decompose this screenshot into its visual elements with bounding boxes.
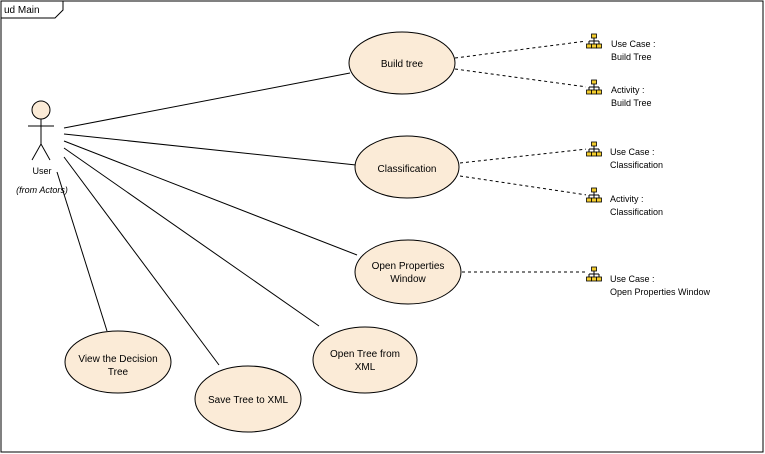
use-case-classification-shape	[354, 135, 460, 199]
link-use-case-classification[interactable]: Use Case : Classification	[585, 140, 663, 170]
actor-right-leg	[40, 143, 51, 161]
use-case-open-tree-from-xml[interactable]: Open Tree from XML	[312, 326, 418, 394]
link-act-build-tree-line2: Build Tree	[611, 98, 652, 108]
association-open-tree	[63, 147, 320, 327]
link-use-case-open-properties-window[interactable]: Use Case : Open Properties Window	[585, 265, 711, 297]
association-classification	[63, 133, 357, 166]
association-save-tree	[63, 156, 220, 366]
link-uc-build-tree-line1: Use Case :	[611, 39, 656, 49]
use-case-open-properties-label-line2: Window	[390, 274, 426, 285]
association-open-properties	[63, 140, 358, 256]
association-view-tree	[56, 171, 108, 332]
use-case-build-tree[interactable]: Build tree	[348, 31, 456, 95]
frame-title: ud Main	[4, 5, 40, 16]
use-case-open-tree-label-line2: XML	[355, 362, 376, 373]
link-line-uc-build-tree	[454, 40, 588, 59]
hierarchy-icon	[585, 186, 603, 204]
link-act-classification-line2: Classification	[610, 207, 663, 217]
link-activity-classification[interactable]: Activity : Classification	[585, 186, 663, 217]
use-case-classification-label: Classification	[378, 164, 437, 175]
link-line-act-classification	[459, 175, 588, 196]
user-actor[interactable]	[28, 100, 54, 161]
link-act-build-tree-line1: Activity :	[611, 85, 645, 95]
link-act-classification-line1: Activity :	[610, 194, 644, 204]
use-case-classification[interactable]: Classification	[354, 135, 460, 199]
use-case-view-decision-tree[interactable]: View the Decision Tree	[64, 330, 172, 394]
actor-head	[31, 100, 51, 120]
link-activity-build-tree[interactable]: Activity : Build Tree	[585, 78, 652, 108]
use-case-open-properties-window[interactable]: Open Properties Window	[354, 239, 462, 305]
hierarchy-icon	[585, 265, 603, 283]
use-case-open-properties-shape	[354, 239, 462, 305]
use-case-open-properties-label-line1: Open Properties	[372, 261, 445, 272]
link-uc-classification-line2: Classification	[610, 160, 663, 170]
use-case-save-tree-shape	[194, 365, 302, 433]
use-case-view-tree-shape	[64, 330, 172, 394]
use-case-view-tree-label-line2: Tree	[108, 367, 129, 378]
hierarchy-icon	[585, 32, 603, 50]
frame-title-tab	[1, 1, 64, 19]
link-use-case-build-tree[interactable]: Use Case : Build Tree	[585, 32, 656, 62]
use-case-save-tree-label: Save Tree to XML	[208, 395, 288, 406]
actor-left-leg	[31, 143, 42, 161]
link-uc-open-properties-line1: Use Case :	[610, 274, 655, 284]
hierarchy-icon	[585, 140, 603, 158]
link-uc-build-tree-line2: Build Tree	[611, 52, 652, 62]
link-line-uc-classification	[459, 148, 588, 164]
use-case-build-tree-label: Build tree	[381, 59, 424, 70]
actor-subtitle: (from Actors)	[16, 185, 68, 195]
link-uc-open-properties-line2: Open Properties Window	[610, 287, 711, 297]
use-case-build-tree-shape	[348, 31, 456, 95]
link-uc-classification-line1: Use Case :	[610, 147, 655, 157]
hierarchy-icon	[585, 78, 603, 96]
link-line-act-build-tree	[454, 68, 588, 88]
use-case-view-tree-label-line1: View the Decision	[78, 354, 157, 365]
use-case-open-tree-shape	[312, 326, 418, 394]
association-build-tree	[63, 72, 351, 129]
actor-name: User	[32, 166, 51, 176]
use-case-open-tree-label-line1: Open Tree from	[330, 349, 400, 360]
use-case-save-tree-to-xml[interactable]: Save Tree to XML	[194, 365, 302, 433]
